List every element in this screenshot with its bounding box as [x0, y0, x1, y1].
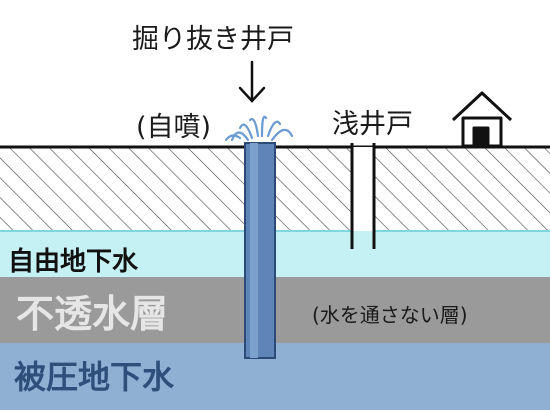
- artesian-well-pipe: [244, 142, 276, 359]
- pipe-highlight: [250, 143, 258, 358]
- fountain-spray-icon: [224, 115, 294, 142]
- artesian-well-label: 掘り抜き井戸: [132, 24, 294, 55]
- house-icon: [451, 91, 513, 148]
- shallow-well-label: 浅井戸: [332, 109, 413, 140]
- confined-groundwater-label: 被圧地下水: [14, 358, 175, 396]
- free-groundwater-label: 自由地下水: [8, 246, 139, 277]
- impermeable-note-label: (水を通さない層): [312, 303, 468, 327]
- impermeable-layer-label: 不透水層: [16, 292, 168, 336]
- flowing-label: (自噴): [136, 112, 211, 143]
- shallow-well-shaft: [352, 147, 374, 249]
- shallow-well-water: [352, 231, 374, 249]
- arrow-down-icon: [238, 60, 266, 103]
